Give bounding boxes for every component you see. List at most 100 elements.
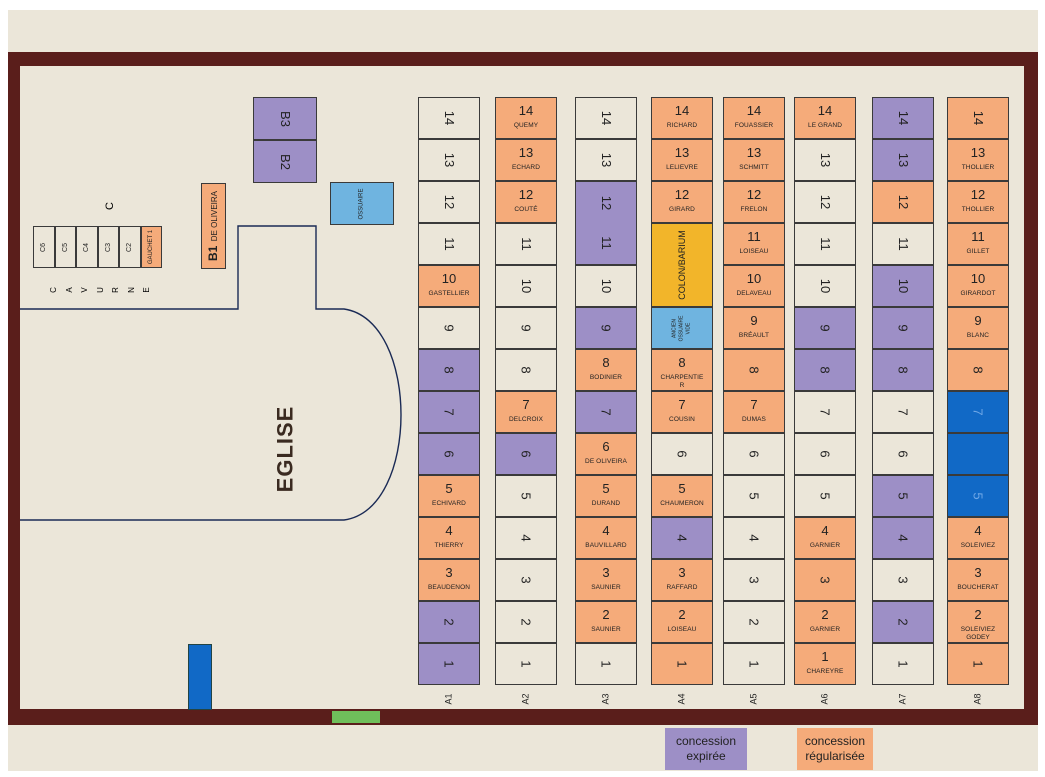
- plot-a7-10[interactable]: 10: [872, 265, 934, 307]
- plot-a4-item4[interactable]: ANCIEN OSSUAIRE VIDE: [651, 307, 713, 349]
- plot-a8-7[interactable]: 7: [947, 391, 1009, 433]
- plot-a5-2[interactable]: 2: [723, 601, 785, 643]
- plot-a6-9[interactable]: 9: [794, 307, 856, 349]
- plot-a7-11[interactable]: 11: [872, 223, 934, 265]
- plot-a1-11[interactable]: 11: [418, 223, 480, 265]
- plot-a7-8[interactable]: 8: [872, 349, 934, 391]
- plot-a2-6[interactable]: 6: [495, 433, 557, 475]
- plot-a8-1[interactable]: 1: [947, 643, 1009, 685]
- plot-a3-1[interactable]: 1: [575, 643, 637, 685]
- plot-a7-5[interactable]: 5: [872, 475, 934, 517]
- plot-a5-8[interactable]: 8: [723, 349, 785, 391]
- plot-a5-3[interactable]: 3: [723, 559, 785, 601]
- plot-c4[interactable]: C4: [76, 226, 98, 268]
- plot-a2-8[interactable]: 8: [495, 349, 557, 391]
- plot-a3-13[interactable]: 13: [575, 139, 637, 181]
- plot-a7-1[interactable]: 1: [872, 643, 934, 685]
- plot-c3[interactable]: C3: [97, 226, 119, 268]
- plot-c2[interactable]: C2: [119, 226, 141, 268]
- plot-a5-1[interactable]: 1: [723, 643, 785, 685]
- plot-a4-item3[interactable]: COLON/BARIUM: [651, 223, 713, 307]
- plot-a3-10[interactable]: 10: [575, 265, 637, 307]
- plot-c5[interactable]: C5: [54, 226, 76, 268]
- plot-a7-3[interactable]: 3: [872, 559, 934, 601]
- plot-a4-1[interactable]: 1: [651, 643, 713, 685]
- plot-a7-4[interactable]: 4: [872, 517, 934, 559]
- plot-a1-1[interactable]: 1: [418, 643, 480, 685]
- plot-a1-8[interactable]: 8: [418, 349, 480, 391]
- plot-a5-4[interactable]: 4: [723, 517, 785, 559]
- plot-a6-8[interactable]: 8: [794, 349, 856, 391]
- plot-a2-11[interactable]: 11: [495, 223, 557, 265]
- plot-a8-item8[interactable]: [947, 433, 1009, 475]
- plot-a1-14[interactable]: 14: [418, 97, 480, 139]
- plot-a2-10[interactable]: 10: [495, 265, 557, 307]
- plot-b1[interactable]: B1 DE OLIVEIRA: [201, 183, 226, 269]
- plot-a2-9[interactable]: 9: [495, 307, 557, 349]
- plot-a8-5[interactable]: 5: [947, 475, 1009, 517]
- plot-a7-2[interactable]: 2: [872, 601, 934, 643]
- plot-a1-12[interactable]: 12: [418, 181, 480, 223]
- plot-a6-6[interactable]: 6: [794, 433, 856, 475]
- plot-a7-6[interactable]: 6: [872, 433, 934, 475]
- plot-a3-14[interactable]: 14: [575, 97, 637, 139]
- plot-a7-14[interactable]: 14: [872, 97, 934, 139]
- plot-b2[interactable]: B2: [253, 140, 317, 183]
- plot-a8-14[interactable]: 14: [947, 97, 1009, 139]
- plot-a1-13[interactable]: 13: [418, 139, 480, 181]
- plot-b3[interactable]: B3: [253, 97, 317, 140]
- plot-a6-5[interactable]: 5: [794, 475, 856, 517]
- plot-a6-13[interactable]: 13: [794, 139, 856, 181]
- plot-a1-2[interactable]: 2: [418, 601, 480, 643]
- plot-a2-5[interactable]: 5: [495, 475, 557, 517]
- plot-a5-5[interactable]: 5: [723, 475, 785, 517]
- plot-a6-3[interactable]: 3: [794, 559, 856, 601]
- plot-a6-11[interactable]: 11: [794, 223, 856, 265]
- plot-a7-7[interactable]: 7: [872, 391, 934, 433]
- plot-a6-7[interactable]: 7: [794, 391, 856, 433]
- plot-a4-4[interactable]: 4: [651, 517, 713, 559]
- plot-a6-12[interactable]: 12: [794, 181, 856, 223]
- plot-a7-9[interactable]: 9: [872, 307, 934, 349]
- plot-a4-6[interactable]: 6: [651, 433, 713, 475]
- plot-gauchet[interactable]: GAUCHET 1: [140, 226, 162, 268]
- ossuary[interactable]: OSSUAIRE: [330, 182, 394, 225]
- plot-a1-6[interactable]: 6: [418, 433, 480, 475]
- plot-a2-1[interactable]: 1: [495, 643, 557, 685]
